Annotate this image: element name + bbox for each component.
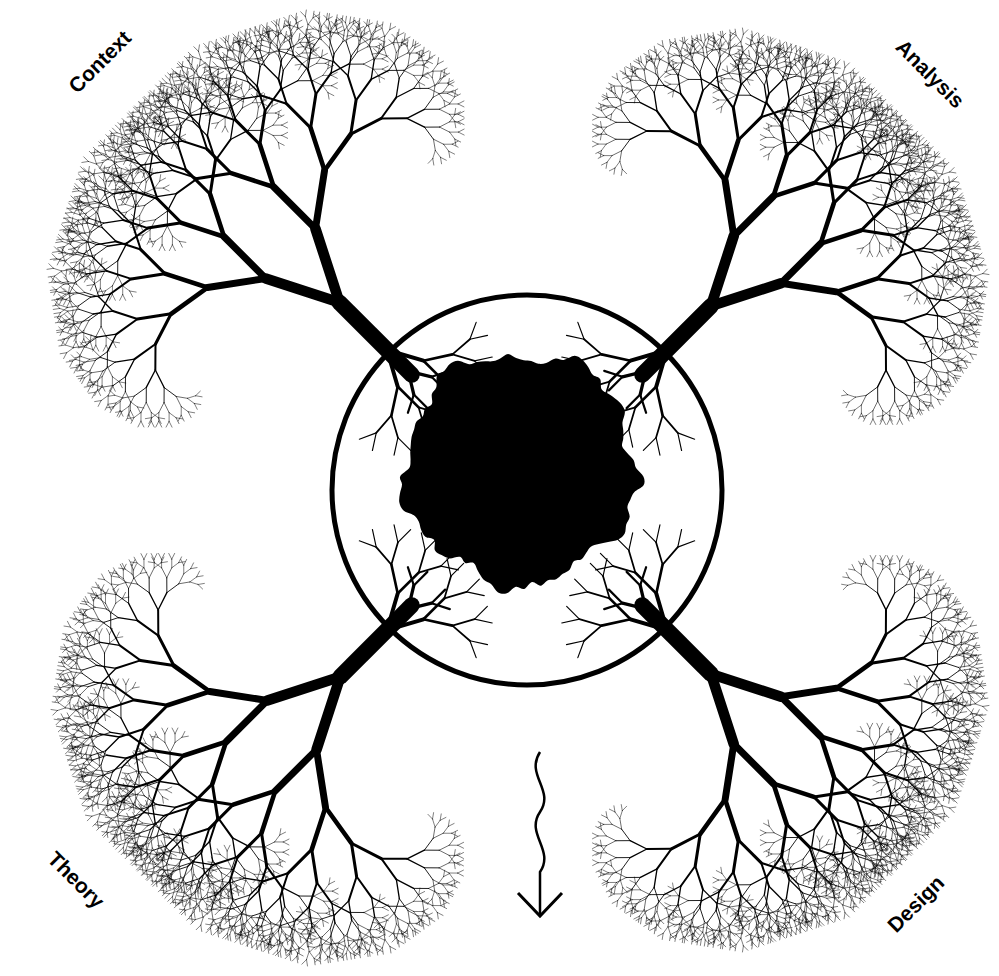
diagram-stage: ContextAnalysisTheoryDesign [0,0,999,976]
